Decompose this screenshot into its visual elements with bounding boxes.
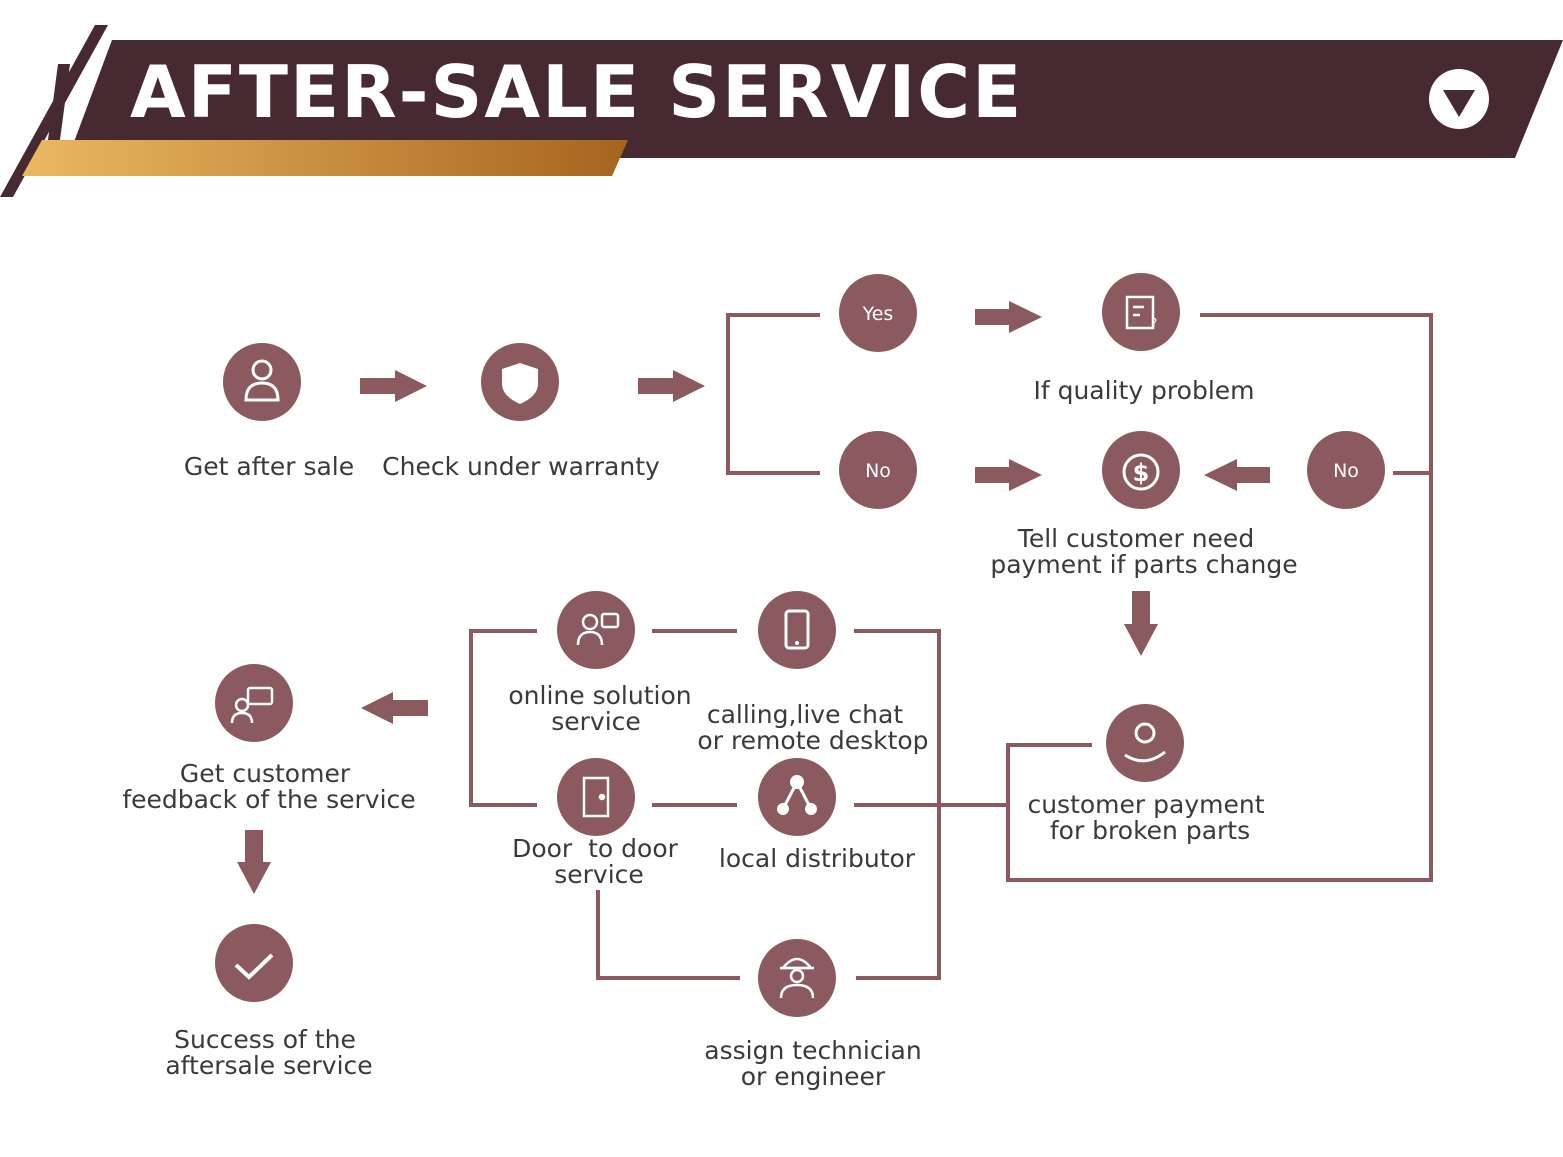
chevron-down-icon[interactable] (1429, 69, 1489, 129)
decision-no-right: No (1307, 431, 1385, 509)
door-to-technician-link (596, 890, 740, 980)
hand-holding-coin-icon (1124, 722, 1166, 763)
smartphone-icon (784, 609, 810, 650)
page-title: AFTER-SALE SERVICE (130, 50, 1023, 134)
node-online-solution (557, 591, 635, 669)
dollar-coin-icon: $ (1122, 453, 1160, 491)
arrow-down-payment (1124, 591, 1158, 656)
label-tell-customer-2: payment if parts change (990, 550, 1297, 579)
shield-icon (502, 363, 538, 404)
label-calling-1: calling,live chat (707, 700, 903, 729)
users-chat-icon (576, 612, 620, 646)
node-customer-payment (1106, 704, 1184, 782)
banner-bar (68, 40, 1563, 158)
label-door-to-door-2: service (554, 860, 644, 889)
label-online-solution-1: online solution (508, 681, 691, 710)
door-icon (582, 776, 610, 818)
node-labels: Get after sale Check under warranty If q… (122, 376, 1297, 1091)
node-calling (758, 591, 836, 669)
banner-gold-accent (22, 140, 628, 176)
label-feedback-2: feedback of the service (122, 785, 415, 814)
node-tell-customer: $ (1102, 431, 1180, 509)
svg-text:No: No (865, 460, 891, 482)
node-assign-technician (758, 939, 836, 1017)
label-assign-technician-1: assign technician (704, 1036, 921, 1065)
network-nodes-icon (777, 775, 817, 815)
label-customer-payment-1: customer payment (1027, 790, 1264, 819)
arrow-right-no (975, 459, 1042, 491)
svg-text:Yes: Yes (862, 303, 894, 325)
online-service-box-left (469, 629, 537, 807)
label-feedback-1: Get customer (180, 759, 351, 788)
node-get-after-sale (223, 343, 301, 421)
arrow-down-success (237, 830, 271, 894)
branch-bracket (726, 313, 820, 475)
node-feedback (215, 664, 293, 742)
label-local-distributor: local distributor (719, 844, 916, 873)
label-calling-2: or remote desktop (697, 726, 928, 755)
decision-no-left: No (839, 431, 917, 509)
node-local-distributor (758, 758, 836, 836)
node-check-warranty (481, 343, 559, 421)
label-customer-payment-2: for broken parts (1050, 816, 1250, 845)
arrow-right-yes (975, 301, 1042, 333)
label-assign-technician-2: or engineer (741, 1062, 886, 1091)
decision-yes: Yes (839, 274, 917, 352)
arrow-left-no (1204, 459, 1270, 491)
arrow-right-1 (360, 370, 427, 402)
banner-stripe-inner (48, 64, 70, 140)
arrow-left-feedback (361, 692, 428, 724)
engineer-helmet-icon (779, 957, 815, 999)
arrow-right-2 (638, 370, 705, 402)
label-quality-problem: If quality problem (1033, 376, 1254, 405)
quality-return-loop (1006, 313, 1433, 882)
customer-service-person-icon (244, 359, 280, 402)
checkmark-icon (234, 953, 274, 980)
label-check-warranty: Check under warranty (382, 452, 660, 481)
label-get-after-sale: Get after sale (184, 452, 354, 481)
connector-lines (469, 313, 1433, 980)
node-quality-problem: ? (1102, 273, 1180, 351)
label-tell-customer-1: Tell customer need (1017, 524, 1254, 553)
svg-text:$: $ (1133, 459, 1150, 487)
header-banner: AFTER-SALE SERVICE (0, 25, 1563, 197)
feedback-chat-icon (230, 686, 274, 724)
document-question-icon: ? (1125, 295, 1157, 330)
label-success-1: Success of the (174, 1025, 356, 1054)
svg-text:No: No (1333, 460, 1359, 482)
node-door-to-door (557, 758, 635, 836)
svg-text:?: ? (1151, 316, 1157, 330)
label-online-solution-2: service (551, 707, 641, 736)
label-door-to-door-1: Door to door (512, 834, 679, 863)
node-success (215, 924, 293, 1002)
flow-arrows (237, 301, 1270, 894)
label-success-2: aftersale service (165, 1051, 372, 1080)
